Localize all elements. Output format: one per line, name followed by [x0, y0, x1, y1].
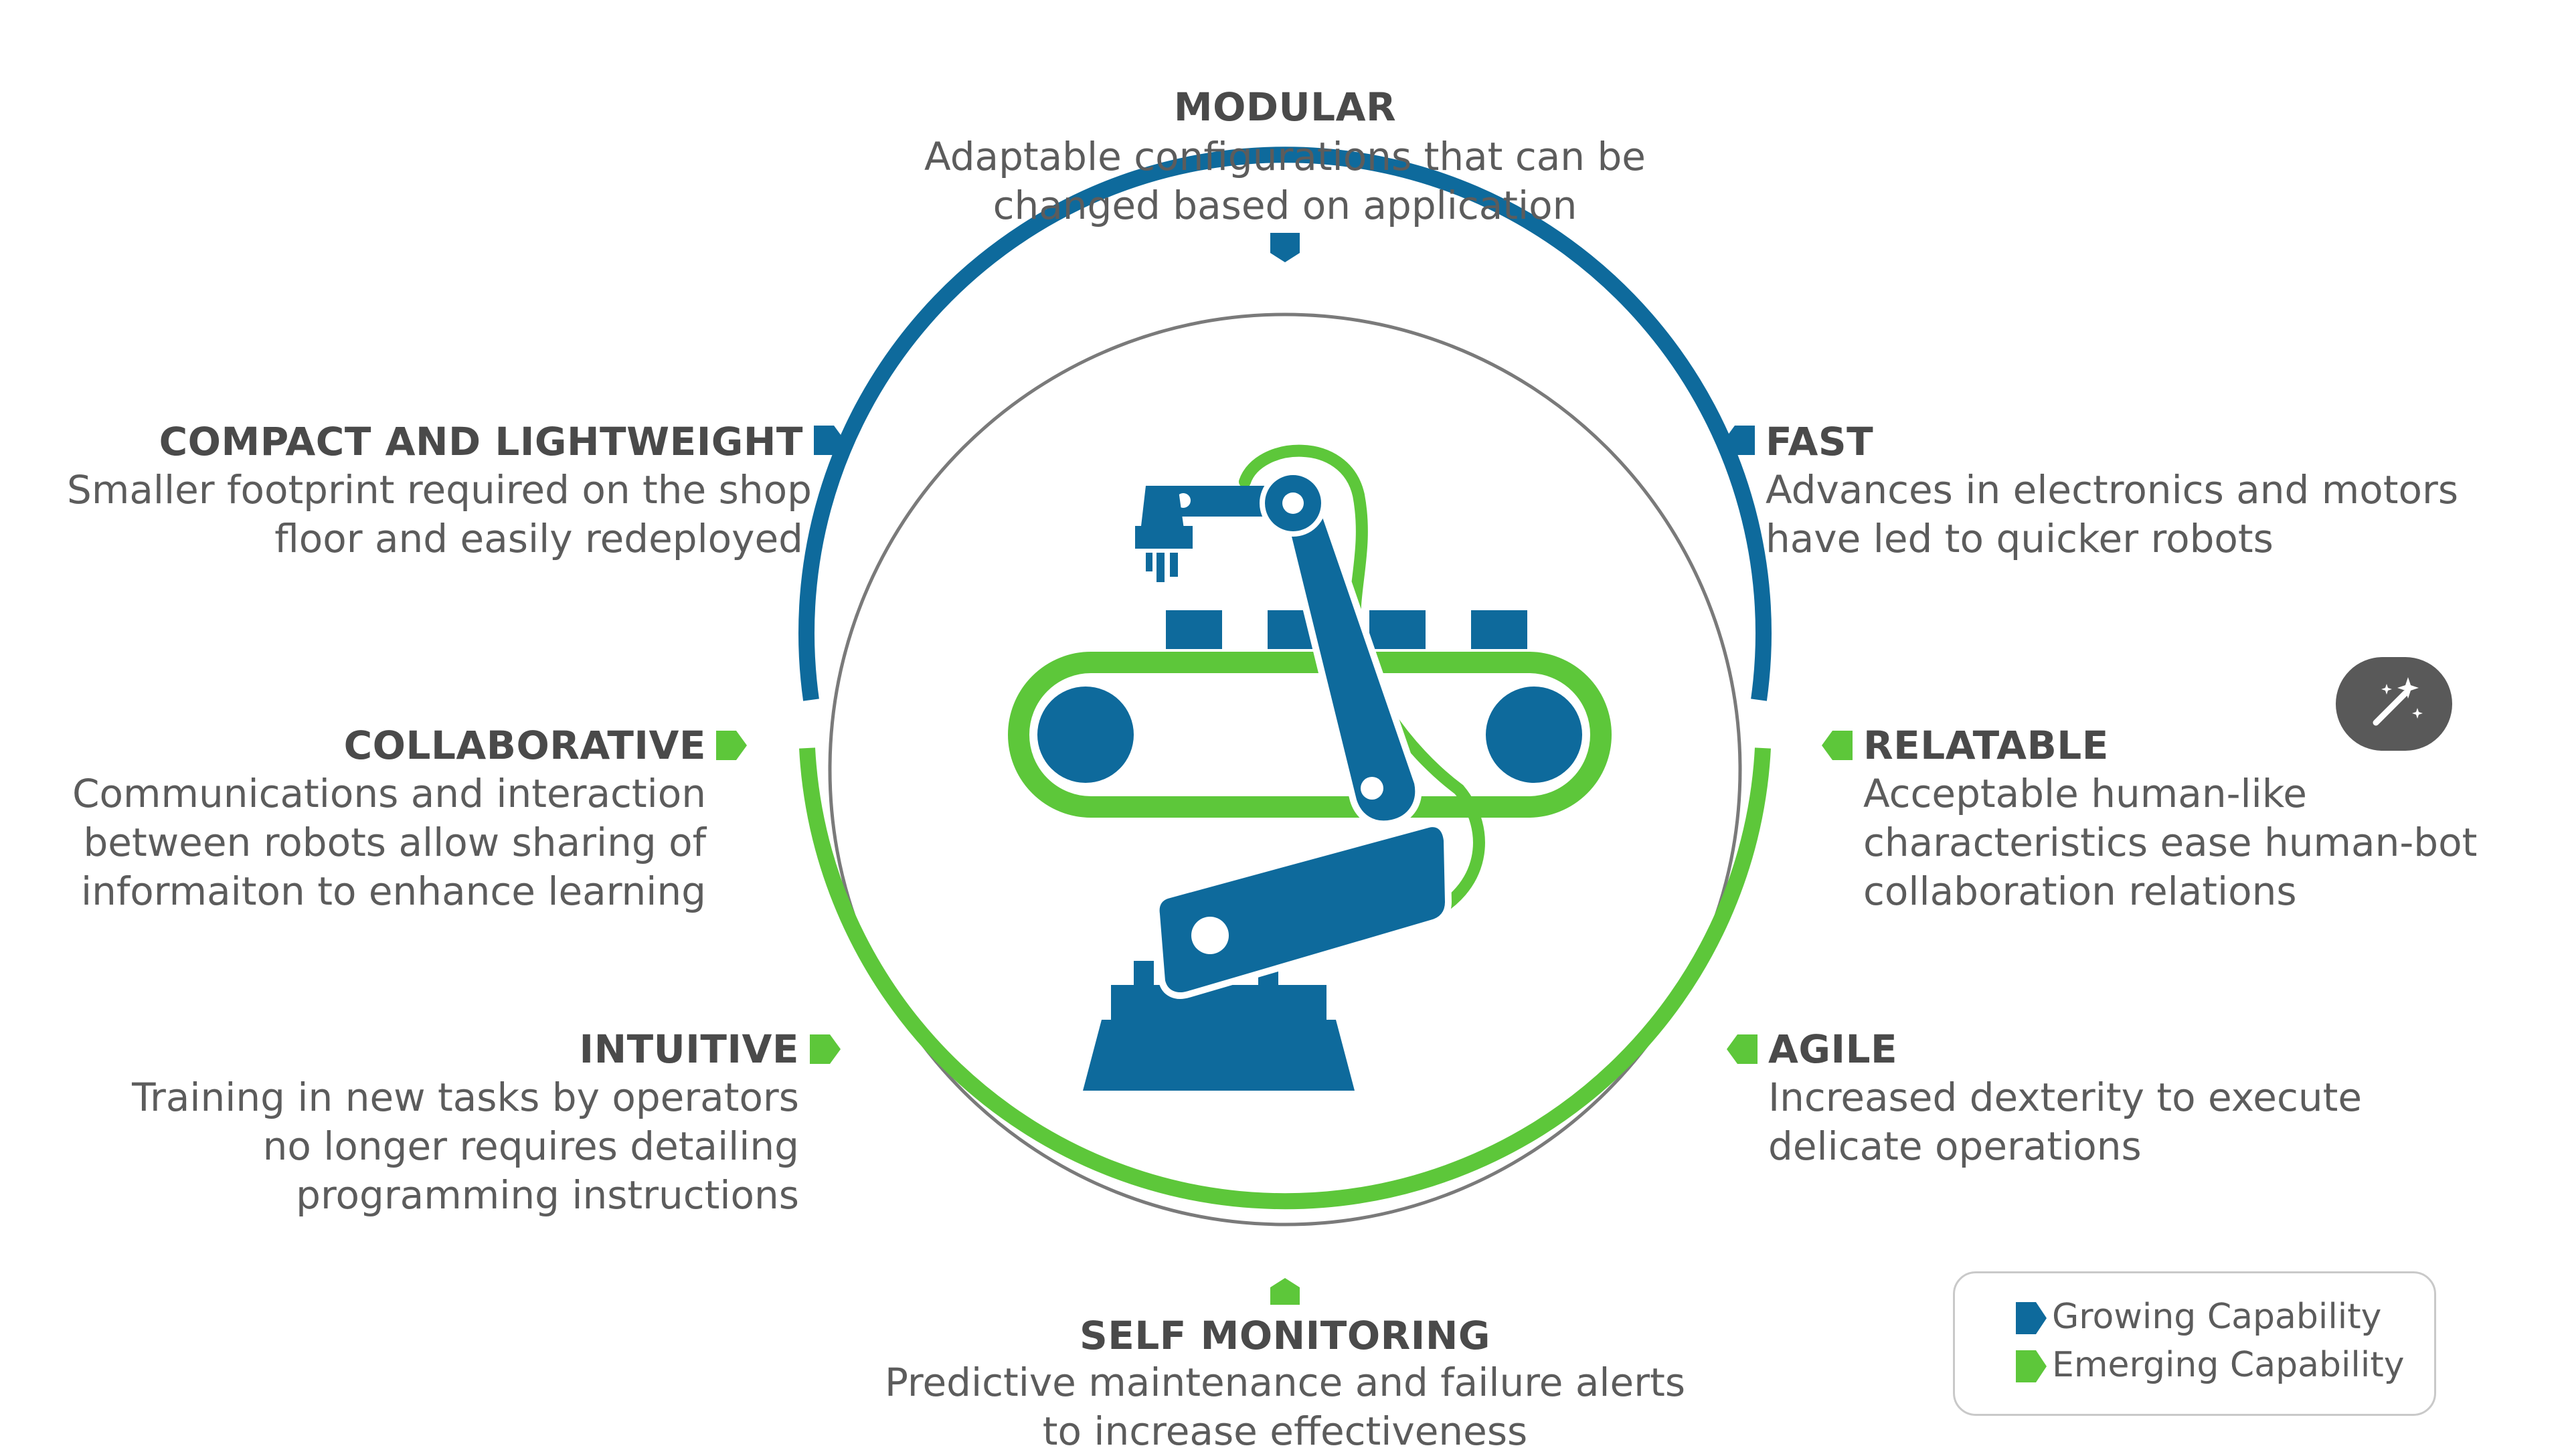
- intuitive-description: Training in new tasks by operators no lo…: [132, 1075, 799, 1218]
- modular-title: MODULAR: [1173, 84, 1397, 130]
- robot-arm-icon: [1008, 444, 1612, 1091]
- intuitive-title: INTUITIVE: [579, 1026, 799, 1072]
- collaborative-description: Communications and interaction between r…: [72, 771, 706, 914]
- modular-description: Adaptable configurations that can be cha…: [924, 134, 1646, 228]
- self-monitoring-marker-icon: [1270, 1278, 1300, 1305]
- growing-legend-icon: [2016, 1302, 2047, 1334]
- self-monitoring-description: Predictive maintenance and failure alert…: [884, 1360, 1686, 1454]
- emerging-legend-label: Emerging Capability: [2052, 1345, 2405, 1385]
- fast-marker-icon: [1724, 426, 1755, 455]
- emerging-legend-icon: [2016, 1350, 2047, 1382]
- modular-marker-icon: [1270, 233, 1300, 262]
- collaborative-marker-icon: [716, 731, 747, 760]
- fast-title: FAST: [1766, 419, 1874, 464]
- self-monitoring-title: SELF MONITORING: [1079, 1313, 1491, 1358]
- compact-description: Smaller footprint required on the shop f…: [67, 467, 812, 561]
- agile-title: AGILE: [1768, 1026, 1898, 1072]
- magic-wand-icon: [2373, 677, 2423, 726]
- compact-title: COMPACT AND LIGHTWEIGHT: [159, 419, 803, 464]
- magic-wand-button[interactable]: [2336, 657, 2452, 751]
- relatable-title: RELATABLE: [1863, 723, 2109, 768]
- fast-description: Advances in electronics and motors have …: [1766, 467, 2459, 561]
- compact-marker-icon: [814, 426, 845, 455]
- inner-ring-outline: [828, 312, 1742, 1226]
- legend: [1953, 1271, 2436, 1416]
- emerging-arc: [799, 747, 1771, 1210]
- intuitive-marker-icon: [810, 1034, 841, 1064]
- relatable-description: Acceptable human-like characteristics ea…: [1863, 771, 2478, 914]
- agile-marker-icon: [1727, 1034, 1758, 1064]
- agile-description: Increased dexterity to execute delicate …: [1768, 1075, 2363, 1169]
- relatable-marker-icon: [1822, 731, 1853, 760]
- growing-arc: [798, 147, 1772, 701]
- growing-legend-label: Growing Capability: [2052, 1297, 2382, 1337]
- collaborative-title: COLLABORATIVE: [343, 723, 706, 768]
